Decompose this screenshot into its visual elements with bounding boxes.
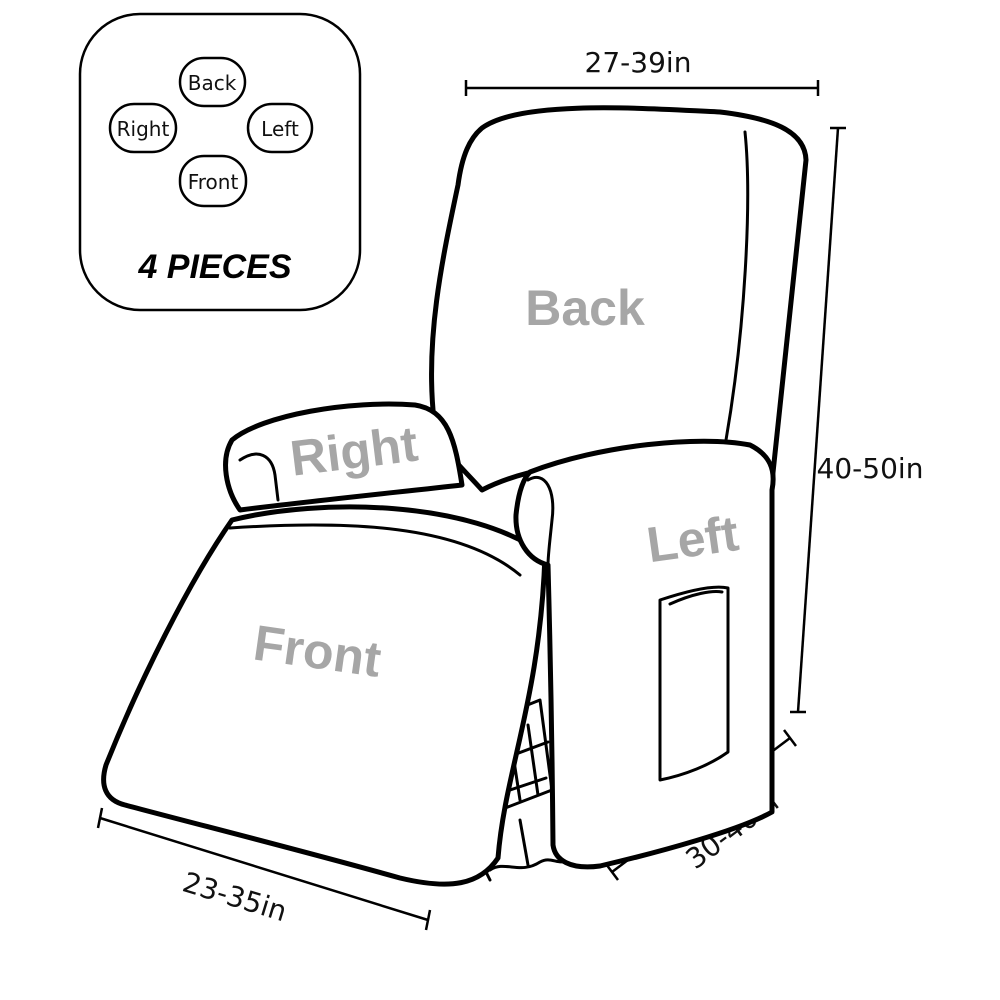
dimension-front-width-label: 23-35in <box>179 866 291 929</box>
legend-pill-front <box>178 154 248 208</box>
right-arm-outline <box>223 401 465 513</box>
right-arm-front-seam <box>238 452 280 502</box>
right-arm-piece: Right <box>223 401 465 513</box>
legend: Back Right Left Front 4 PIECES <box>78 12 362 312</box>
dimension-front-line <box>99 816 429 922</box>
legend-pill-right <box>108 102 178 154</box>
dimension-depth-tick-top <box>783 729 797 747</box>
dimension-top-width-label: 27-39in <box>585 46 692 79</box>
left-arm-pocket-lip <box>668 590 724 606</box>
legend-label-back: Back <box>188 71 237 95</box>
front-top-seam <box>228 523 522 577</box>
left-arm-outline <box>513 438 776 870</box>
left-arm-pocket <box>658 585 730 782</box>
dimension-height-label: 40-50in <box>817 452 924 485</box>
back-piece: Back <box>429 105 809 493</box>
back-label: Back <box>525 280 645 336</box>
dimension-height-line <box>796 127 840 713</box>
front-piece: Front <box>101 504 548 887</box>
left-arm-front-seam <box>526 476 555 567</box>
legend-label-right: Right <box>117 117 170 141</box>
dimension-top-width: 27-39in <box>464 46 820 96</box>
legend-label-left: Left <box>261 117 299 141</box>
legend-label-front: Front <box>188 170 239 194</box>
legend-pill-back <box>178 56 247 108</box>
dimension-height: 40-50in <box>790 126 924 714</box>
dimension-front-tick-left <box>96 807 104 829</box>
dimension-front-tick-right <box>424 909 432 931</box>
legend-title: 4 PIECES <box>137 248 291 286</box>
back-side-seam <box>724 130 750 442</box>
legend-pill-left <box>246 102 314 154</box>
left-label: Left <box>643 505 742 573</box>
left-arm-piece: Left <box>513 438 776 870</box>
front-outline <box>101 504 548 887</box>
